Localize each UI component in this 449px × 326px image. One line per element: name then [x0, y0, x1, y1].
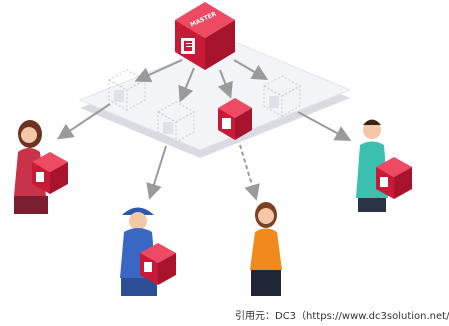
master-cube: MASTER — [175, 2, 235, 70]
document-stack-icon — [163, 122, 173, 134]
carried-cube — [32, 152, 68, 194]
arrow-master-to-center — [178, 67, 195, 103]
arrow-master-to-left — [134, 59, 183, 83]
platform-cube-right — [262, 75, 302, 117]
person-left-woman — [14, 120, 68, 214]
document-stack-icon — [36, 172, 44, 182]
person-right-man — [356, 119, 412, 212]
arrow-master-to-right — [233, 59, 269, 81]
document-stack-icon — [144, 262, 152, 272]
person-courier — [120, 207, 176, 296]
arrow-master-to-red — [217, 69, 233, 99]
distribution-diagram: MASTER — [14, 2, 412, 296]
platform-cube-red — [218, 98, 252, 140]
arrow-to-right-man — [297, 111, 352, 141]
image-credit: 引用元：DC3（https://www.dc3solution.net/ — [235, 311, 449, 322]
carried-cube — [376, 157, 412, 199]
arrow-to-orange-woman — [239, 144, 260, 201]
arrow-to-courier — [146, 145, 167, 200]
carried-cube — [140, 243, 176, 285]
person-orange-woman — [250, 202, 282, 296]
document-stack-icon — [380, 177, 388, 187]
arrow-to-left-woman — [57, 103, 111, 140]
document-stack-icon — [269, 96, 279, 108]
document-stack-icon — [114, 90, 124, 102]
platform-cube-center-left — [156, 101, 196, 143]
document-stack-icon — [181, 38, 195, 54]
document-stack-icon — [222, 118, 231, 129]
